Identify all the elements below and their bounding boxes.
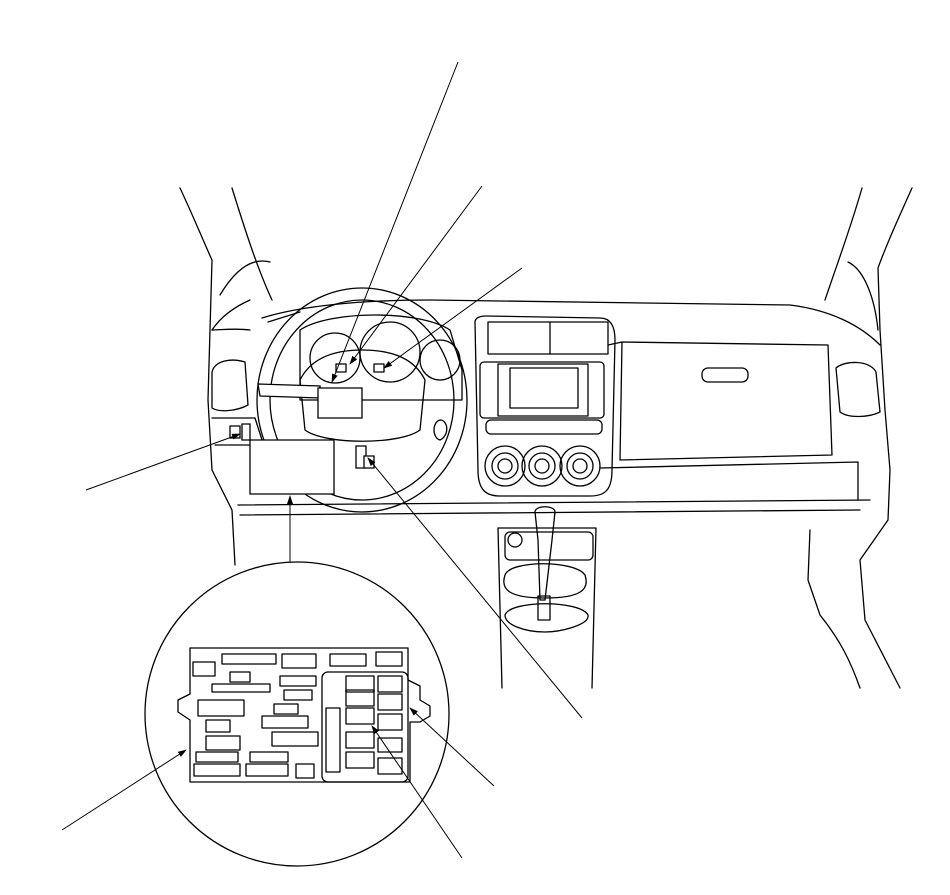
steering-wheel	[257, 288, 467, 512]
callout-leaders	[62, 62, 582, 858]
under-dash-fuse-box	[250, 440, 334, 494]
callout-relay-right	[409, 707, 494, 786]
callout-gauge-center	[349, 186, 482, 365]
callout-left-switch	[86, 434, 241, 490]
under-dash-components	[230, 424, 334, 494]
callout-gauge-right	[383, 268, 522, 369]
callout-column-switch	[367, 457, 582, 718]
vehicle-body	[180, 188, 912, 688]
instrument-cluster	[300, 315, 462, 400]
callout-relay-center	[371, 725, 462, 858]
callout-fuse-block	[62, 749, 187, 830]
callout-gauge-left	[332, 62, 458, 383]
detail-magnifier	[145, 562, 449, 866]
dashboard	[212, 300, 880, 688]
